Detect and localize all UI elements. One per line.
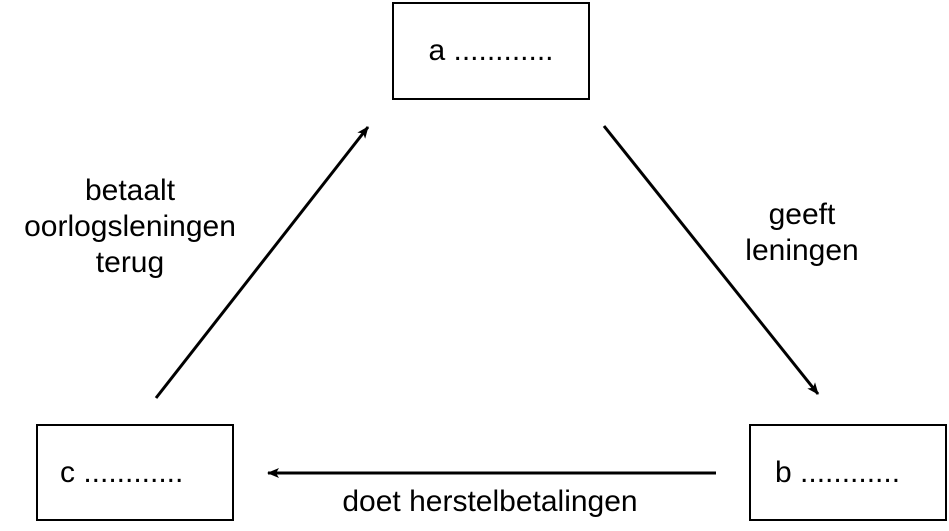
label-a-to-b: geeft leningen [722,197,882,269]
label-c-to-a-line-2: oorlogsleningen [24,210,236,243]
label-b-to-c-text: doet herstelbetalingen [342,485,638,518]
box-c: c ............ [36,424,234,521]
arrow-c-to-a [154,126,370,399]
label-c-to-a: betaalt oorlogsleningen terug [0,173,260,281]
box-b: b ............ [749,424,947,521]
box-a-text: a ............ [428,34,554,67]
arrow-a-to-b [602,125,820,395]
box-c-text: c ............ [60,455,184,489]
label-a-to-b-line-1: geeft [768,198,836,231]
box-a: a ............ [392,2,590,100]
label-b-to-c: doet herstelbetalingen [290,484,690,520]
label-c-to-a-line-1: betaalt [84,174,176,207]
label-a-to-b-line-2: leningen [745,234,859,267]
box-b-text: b ............ [775,455,901,489]
label-c-to-a-line-3: terug [95,246,165,279]
